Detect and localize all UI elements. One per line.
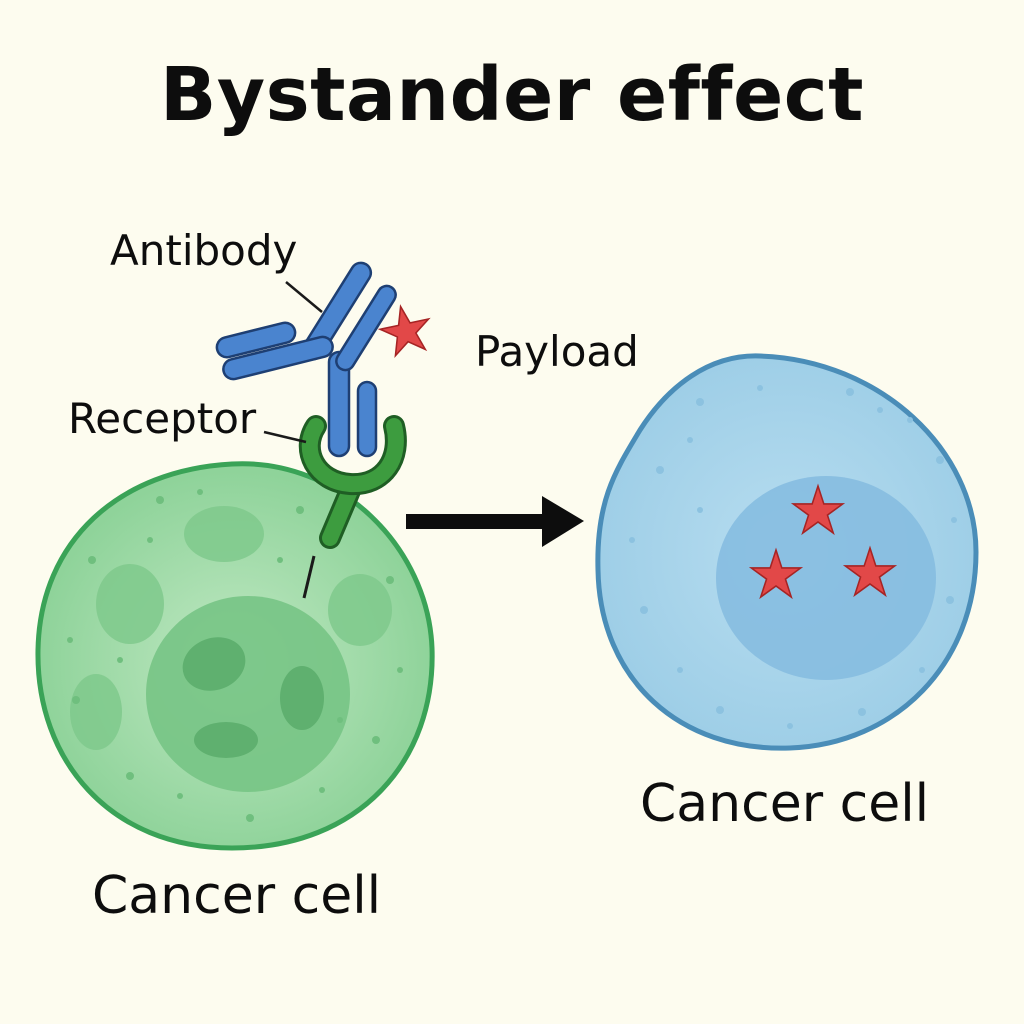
diagram-title: Bystander effect <box>159 52 865 138</box>
receptor-leader-line <box>263 430 307 444</box>
nucleolus <box>194 722 258 758</box>
payload-star-icon <box>748 547 804 600</box>
receptor <box>298 415 407 549</box>
cytoplasm-speckles <box>629 385 957 729</box>
organelle <box>328 574 392 646</box>
antibody <box>215 261 397 458</box>
nucleolus <box>280 666 324 730</box>
payload-star-icon <box>377 304 431 359</box>
arrow-right-icon <box>406 496 584 547</box>
bystander-cancer-cell <box>595 353 979 751</box>
organelle <box>70 674 122 750</box>
receptor-label: Receptor <box>68 394 257 443</box>
payload-label: Payload <box>475 327 639 376</box>
target-cancer-cell <box>35 461 435 851</box>
internalization-line <box>302 555 316 599</box>
nucleolus <box>182 637 246 691</box>
antibody-leader-line <box>285 281 323 313</box>
target-cell-label: Cancer cell <box>92 866 382 926</box>
payload-star-icon <box>842 545 898 598</box>
payload-stars-internalized <box>748 483 898 600</box>
bystander-cell-label: Cancer cell <box>640 774 930 834</box>
organelle <box>96 564 164 644</box>
antibody-label: Antibody <box>110 226 298 275</box>
bystander-cell-nucleus <box>716 476 936 680</box>
organelle <box>184 506 264 562</box>
payload-star-icon <box>790 483 846 536</box>
